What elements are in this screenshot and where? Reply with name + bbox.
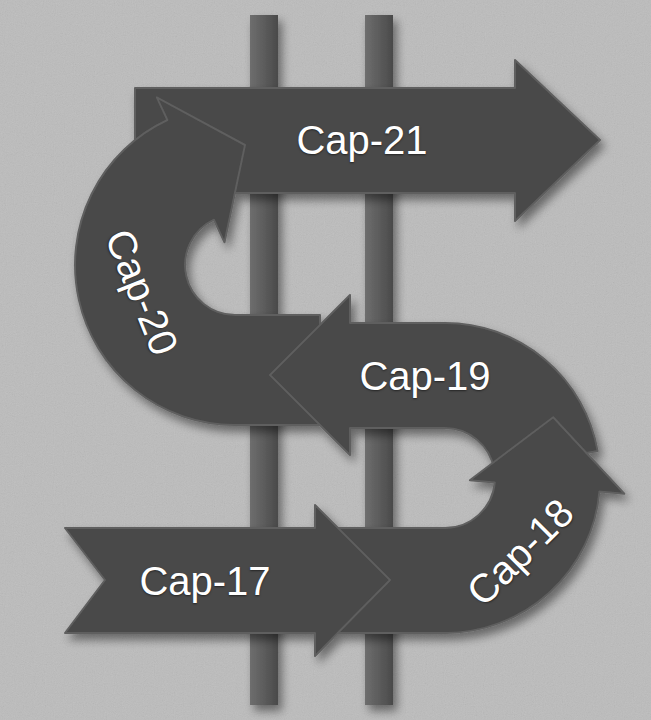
arrow-node: Cap-17 [139, 559, 270, 603]
arrow-node: Cap-19 [359, 354, 490, 398]
arrow-label: Cap-21 [296, 118, 427, 162]
arrow-label: Cap-18 [458, 490, 582, 614]
arrow-label: Cap-19 [359, 354, 490, 398]
arrow-node: Cap-20 [97, 223, 187, 361]
arrow-shape [65, 505, 390, 656]
arrow-label: Cap-17 [139, 559, 270, 603]
arrow-node: Cap-21 [296, 118, 427, 162]
arrow-node: Cap-18 [458, 490, 582, 614]
arrow-shape [335, 417, 624, 633]
arrow-label: Cap-20 [97, 223, 187, 361]
